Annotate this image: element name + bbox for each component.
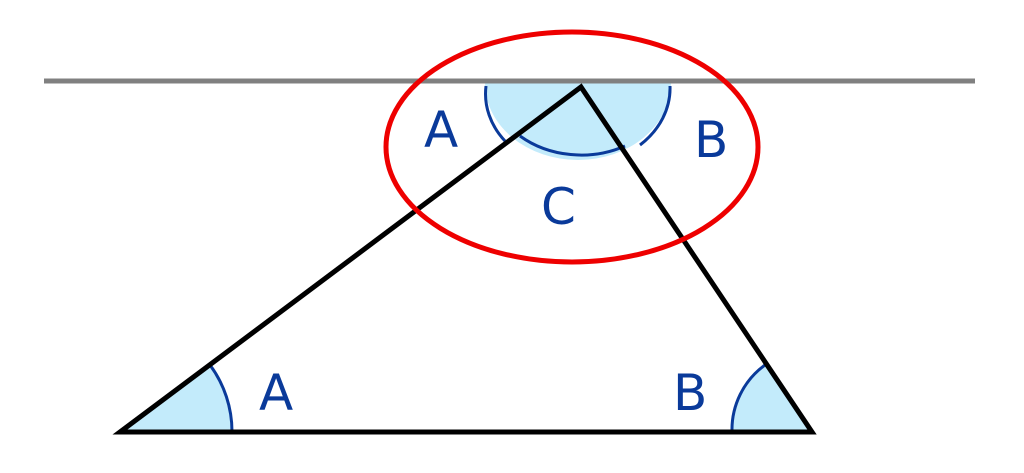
angle-c-arc bbox=[519, 134, 626, 157]
angle-a-top-arc bbox=[484, 85, 507, 143]
angle-b-bottom-arc bbox=[730, 363, 766, 433]
highlight-ellipse bbox=[383, 29, 761, 265]
triangle bbox=[112, 83, 817, 435]
angle-a-bottom bbox=[120, 365, 233, 432]
angle-a-bottom-arc bbox=[208, 364, 234, 433]
label-top-b: B bbox=[694, 111, 728, 169]
label-top-a: A bbox=[424, 101, 458, 159]
angle-b-bottom bbox=[731, 365, 812, 432]
label-bottom-b: B bbox=[673, 364, 707, 422]
label-bottom-a: A bbox=[259, 364, 293, 422]
label-top-c: C bbox=[541, 178, 576, 236]
straight-angle-fill bbox=[485, 83, 671, 160]
angle-b-top-arc bbox=[639, 85, 672, 147]
